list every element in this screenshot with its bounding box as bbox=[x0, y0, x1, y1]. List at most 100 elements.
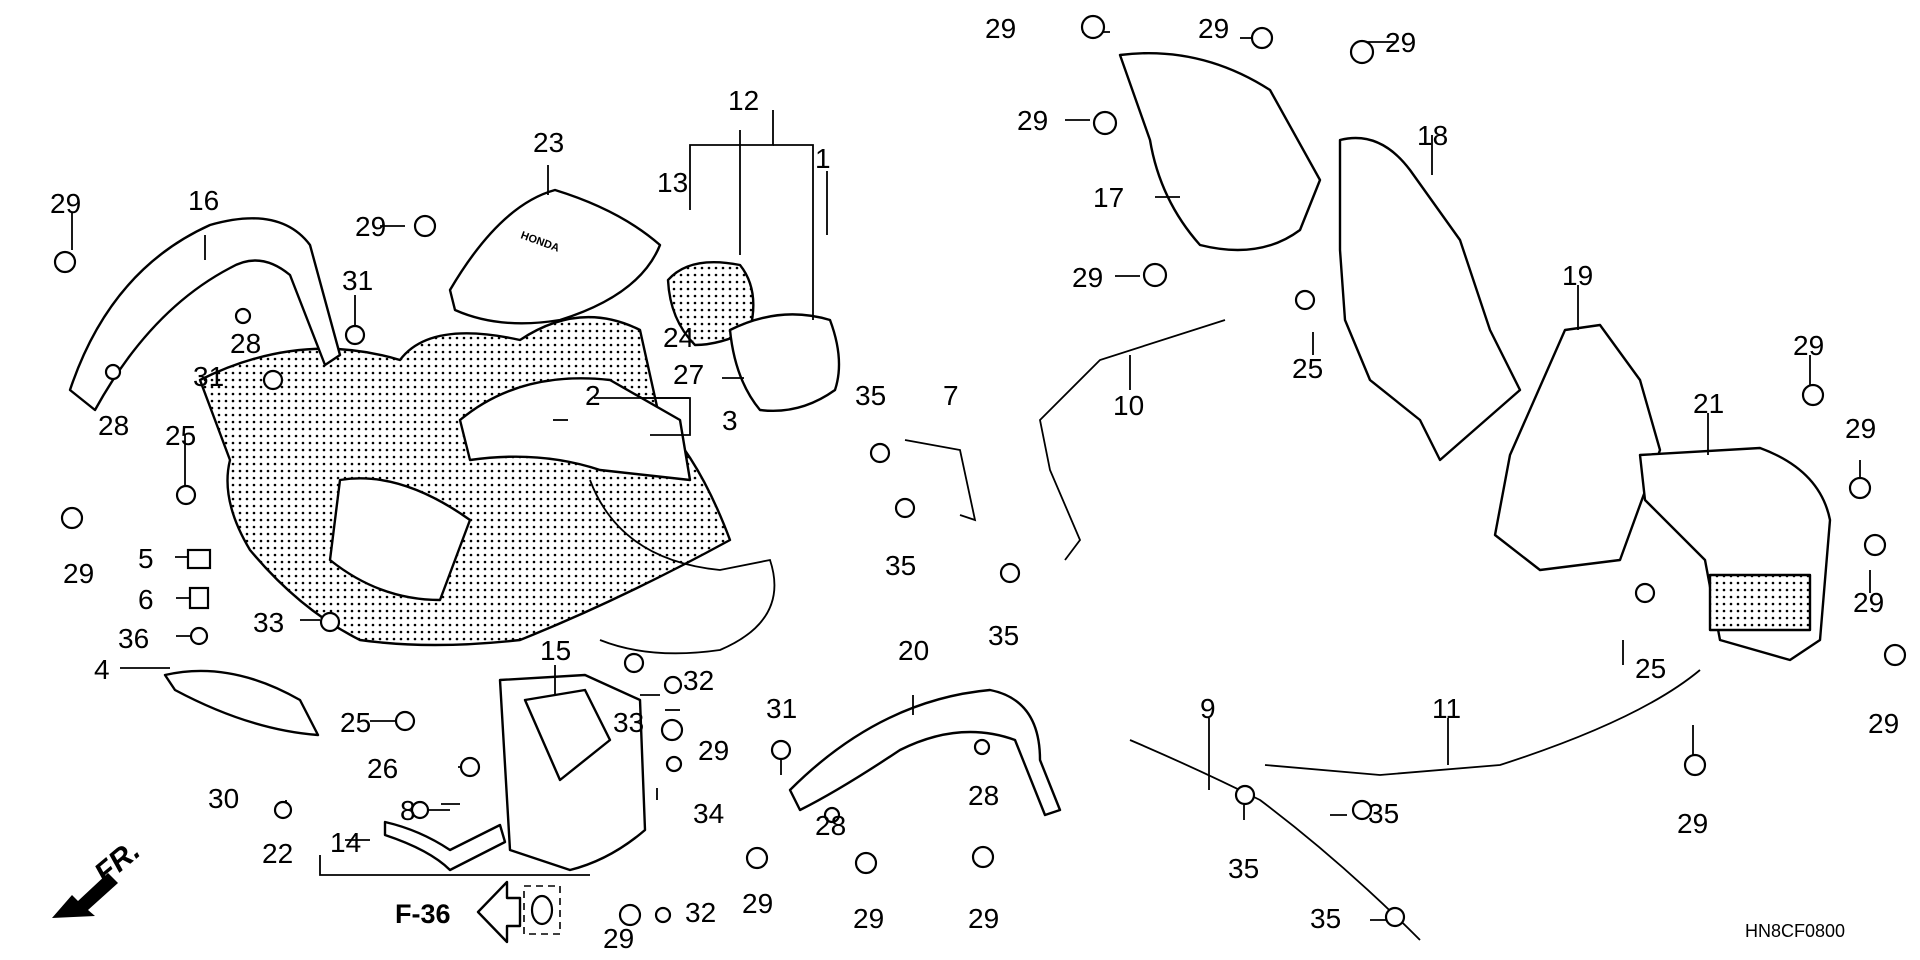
bolt-35-icon bbox=[894, 497, 916, 519]
clip-29-icon bbox=[971, 845, 995, 869]
callout-17[interactable]: 17 bbox=[1093, 182, 1124, 213]
callout-29[interactable]: 29 bbox=[1853, 587, 1884, 618]
callout-26[interactable]: 26 bbox=[367, 753, 398, 784]
callout-29[interactable]: 29 bbox=[603, 923, 634, 954]
collar-5-icon bbox=[186, 548, 212, 570]
washer-33-icon bbox=[623, 652, 645, 674]
callout-25[interactable]: 25 bbox=[165, 420, 196, 451]
callout-28[interactable]: 28 bbox=[968, 780, 999, 811]
clip-29-icon bbox=[1250, 26, 1274, 50]
left-arrow-icon bbox=[476, 880, 522, 944]
callout-23[interactable]: 23 bbox=[533, 127, 564, 158]
callout-13[interactable]: 13 bbox=[657, 167, 688, 198]
callout-25[interactable]: 25 bbox=[1292, 353, 1323, 384]
callout-35[interactable]: 35 bbox=[885, 550, 916, 581]
bolt-35-icon bbox=[1351, 799, 1373, 821]
callout-3[interactable]: 3 bbox=[722, 405, 738, 436]
callout-2[interactable]: 2 bbox=[585, 380, 601, 411]
callout-7[interactable]: 7 bbox=[943, 380, 959, 411]
callout-24[interactable]: 24 bbox=[663, 322, 694, 353]
collar-6-icon bbox=[188, 586, 210, 610]
callout-31[interactable]: 31 bbox=[342, 265, 373, 296]
callout-31[interactable]: 31 bbox=[193, 361, 224, 392]
callout-25[interactable]: 25 bbox=[340, 707, 371, 738]
bolt-35-icon bbox=[1234, 784, 1256, 806]
callout-29[interactable]: 29 bbox=[1868, 708, 1899, 739]
clip-29-icon bbox=[1349, 39, 1375, 65]
bolt-31-icon bbox=[770, 739, 792, 761]
clip-29-icon bbox=[1142, 262, 1168, 288]
callout-29[interactable]: 29 bbox=[1017, 105, 1048, 136]
callout-34[interactable]: 34 bbox=[693, 798, 724, 829]
callout-21[interactable]: 21 bbox=[1693, 388, 1724, 419]
callout-35[interactable]: 35 bbox=[855, 380, 886, 411]
clip-29-icon bbox=[745, 846, 769, 870]
callout-35[interactable]: 35 bbox=[1310, 903, 1341, 934]
callout-29[interactable]: 29 bbox=[355, 211, 386, 242]
callout-29[interactable]: 29 bbox=[1793, 330, 1824, 361]
front-direction-label: FR. bbox=[88, 834, 146, 890]
callout-30[interactable]: 30 bbox=[208, 783, 239, 814]
reference-f36[interactable]: F-36 bbox=[395, 880, 561, 944]
callout-29[interactable]: 29 bbox=[698, 735, 729, 766]
callout-36[interactable]: 36 bbox=[118, 623, 149, 654]
callout-28[interactable]: 28 bbox=[230, 328, 261, 359]
callout-33[interactable]: 33 bbox=[253, 607, 284, 638]
callout-20[interactable]: 20 bbox=[898, 635, 929, 666]
callout-19[interactable]: 19 bbox=[1562, 260, 1593, 291]
callout-8[interactable]: 8 bbox=[400, 795, 416, 826]
stay-7 bbox=[904, 439, 977, 522]
callout-29[interactable]: 29 bbox=[1198, 13, 1229, 44]
callout-29[interactable]: 29 bbox=[968, 903, 999, 934]
handle-4 bbox=[163, 669, 320, 737]
callout-28[interactable]: 28 bbox=[815, 810, 846, 841]
lid-15 bbox=[523, 688, 612, 782]
washer-33-icon bbox=[319, 611, 341, 633]
callout-12[interactable]: 12 bbox=[728, 85, 759, 116]
callouts: 1 2 3 4 5 6 7 8 9 10 11 12 13 14 15 16 1… bbox=[50, 13, 1899, 954]
bolt-36-icon bbox=[189, 626, 209, 646]
callout-6[interactable]: 6 bbox=[138, 584, 154, 615]
callout-16[interactable]: 16 bbox=[188, 185, 219, 216]
callout-25[interactable]: 25 bbox=[1635, 653, 1666, 684]
reference-link-f36[interactable]: F-36 bbox=[395, 899, 451, 929]
callout-35[interactable]: 35 bbox=[1228, 853, 1259, 884]
screw-30-icon bbox=[273, 800, 293, 820]
callout-29[interactable]: 29 bbox=[853, 903, 884, 934]
callout-29[interactable]: 29 bbox=[1072, 262, 1103, 293]
callout-29[interactable]: 29 bbox=[742, 888, 773, 919]
callout-29[interactable]: 29 bbox=[1385, 27, 1416, 58]
callout-9[interactable]: 9 bbox=[1200, 693, 1216, 724]
bolt-25-icon bbox=[175, 484, 197, 506]
callout-4[interactable]: 4 bbox=[94, 654, 110, 685]
grommet-32-icon bbox=[663, 675, 683, 695]
callout-22[interactable]: 22 bbox=[262, 838, 293, 869]
stay-11 bbox=[1264, 669, 1701, 776]
callout-29[interactable]: 29 bbox=[1845, 413, 1876, 444]
callout-32[interactable]: 32 bbox=[683, 665, 714, 696]
callout-35[interactable]: 35 bbox=[1368, 798, 1399, 829]
callout-32[interactable]: 32 bbox=[685, 897, 716, 928]
grommet-28-icon bbox=[823, 806, 841, 824]
callout-18[interactable]: 18 bbox=[1417, 120, 1448, 151]
callout-15[interactable]: 15 bbox=[540, 635, 571, 666]
grommet-28-icon bbox=[234, 307, 252, 325]
callout-5[interactable]: 5 bbox=[138, 543, 154, 574]
callout-11[interactable]: 11 bbox=[1432, 693, 1461, 724]
callout-29[interactable]: 29 bbox=[50, 188, 81, 219]
callout-1[interactable]: 1 bbox=[815, 143, 831, 174]
callout-29[interactable]: 29 bbox=[1677, 808, 1708, 839]
callout-14[interactable]: 14 bbox=[330, 827, 361, 858]
callout-10[interactable]: 10 bbox=[1113, 390, 1144, 421]
callout-28[interactable]: 28 bbox=[98, 410, 129, 441]
callout-29[interactable]: 29 bbox=[985, 13, 1016, 44]
callout-35[interactable]: 35 bbox=[988, 620, 1019, 651]
clip-29-icon bbox=[60, 506, 84, 530]
callout-27[interactable]: 27 bbox=[673, 359, 704, 390]
callout-31[interactable]: 31 bbox=[766, 693, 797, 724]
callout-29[interactable]: 29 bbox=[63, 558, 94, 589]
strap-14 bbox=[383, 820, 507, 872]
callout-33[interactable]: 33 bbox=[613, 707, 644, 738]
clip-29-icon bbox=[1863, 533, 1887, 557]
